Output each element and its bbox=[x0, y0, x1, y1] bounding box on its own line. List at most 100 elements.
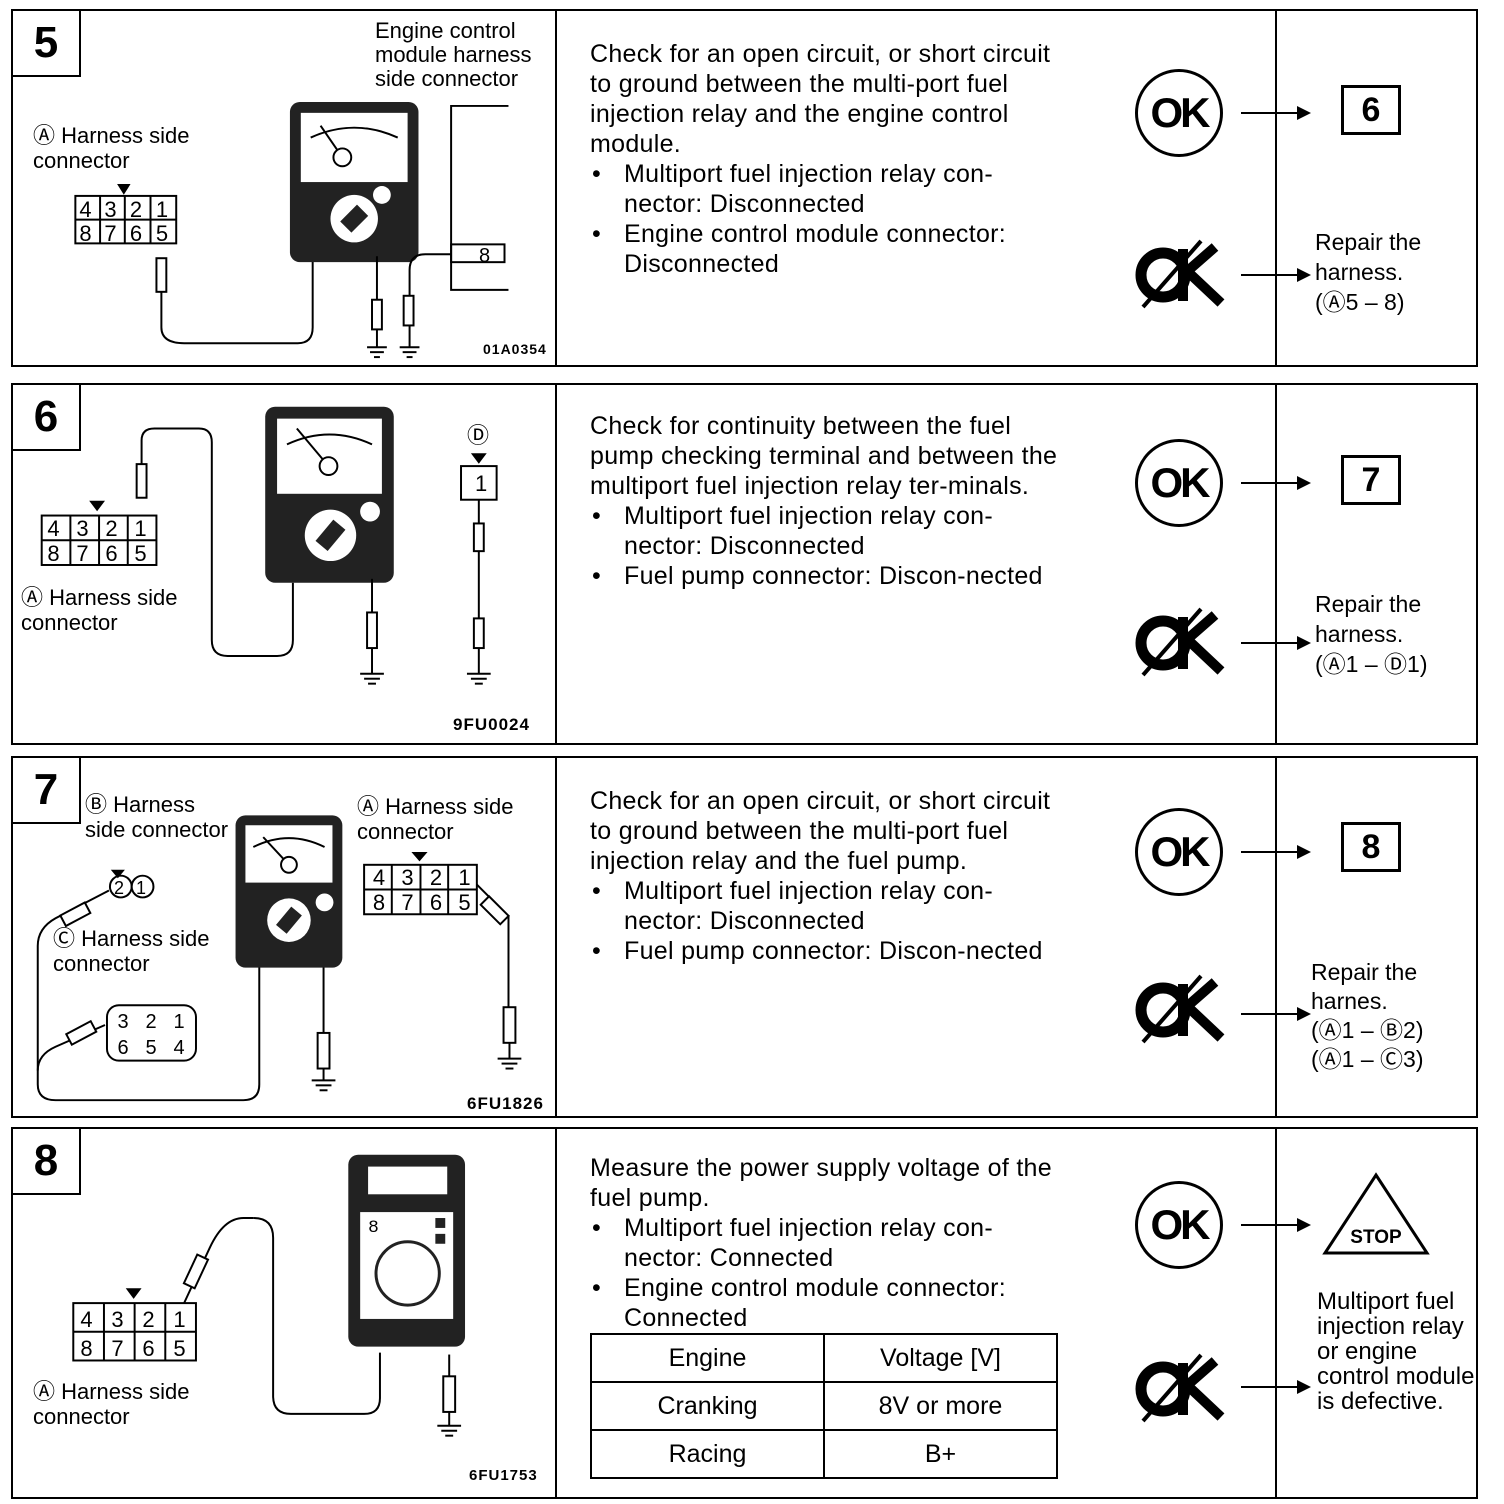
pin: 2 bbox=[142, 1307, 155, 1332]
table-header-row: Engine Voltage [V] bbox=[590, 1333, 1058, 1383]
analog-meter-icon bbox=[289, 101, 419, 263]
fuel-pump-pin: 1 bbox=[475, 471, 488, 496]
pin: 5 bbox=[458, 890, 471, 915]
step-instructions: Check for continuity between the fuel pu… bbox=[557, 385, 1311, 743]
stop-label: STOP bbox=[1350, 1227, 1402, 1248]
pin: 3 bbox=[111, 1307, 124, 1332]
ok-icon: OK bbox=[1135, 1181, 1223, 1269]
analog-meter-icon bbox=[265, 406, 394, 583]
ng-reference: (Ⓐ1 – Ⓒ3) bbox=[1311, 1046, 1424, 1072]
step-5: 5 bbox=[11, 9, 1478, 367]
description-text: Check for an open circuit, or short circ… bbox=[590, 787, 1051, 875]
condition-item: Multiport fuel injection relay con-necto… bbox=[590, 876, 1060, 936]
table-header: Engine bbox=[590, 1333, 825, 1383]
ecm-pin: 8 bbox=[479, 245, 491, 267]
step-results: 6 Repair the harness. (Ⓐ5 – 8) bbox=[1277, 11, 1476, 365]
digital-meter-icon: 8 bbox=[348, 1154, 466, 1347]
table-cell: 8V or more bbox=[823, 1381, 1058, 1431]
pin: 6 bbox=[129, 221, 143, 246]
step-number: 8 bbox=[13, 1129, 81, 1195]
figure-code: 6FU1753 bbox=[469, 1467, 538, 1484]
step-figure: 8 8 bbox=[13, 1129, 557, 1497]
pin: 3 bbox=[401, 865, 414, 890]
arrow-icon bbox=[1241, 268, 1311, 282]
table-cell: B+ bbox=[823, 1429, 1058, 1479]
condition-item: Multiport fuel injection relay con-necto… bbox=[590, 1213, 1060, 1273]
ng-result: Repair the harnes. (Ⓐ1 – Ⓑ2) (Ⓐ1 – Ⓒ3) bbox=[1311, 958, 1477, 1074]
arrow-icon bbox=[1241, 106, 1311, 120]
pin: 1 bbox=[173, 1307, 186, 1332]
condition-item: Multiport fuel injection relay con-necto… bbox=[590, 159, 1060, 219]
ng-result-text: Repair the harness. bbox=[1315, 229, 1422, 285]
figure-code: 01A0354 bbox=[483, 341, 547, 357]
condition-item: Fuel pump connector: Discon-nected bbox=[590, 561, 1060, 591]
step-figure: 5 bbox=[13, 11, 557, 365]
fig-label-b: Ⓑ Harness side connector bbox=[85, 792, 229, 842]
description-text: Check for an open circuit, or short circ… bbox=[590, 40, 1051, 158]
next-step-box: 6 bbox=[1341, 85, 1401, 135]
step-results: STOP Multiport fuel injection relay or e… bbox=[1277, 1129, 1476, 1497]
pin: 3 bbox=[76, 516, 89, 541]
multimeter-diagram bbox=[74, 101, 509, 359]
next-step-box: 7 bbox=[1341, 455, 1401, 505]
ok-icon: OK bbox=[1135, 439, 1223, 527]
table-cell: Cranking bbox=[590, 1381, 825, 1431]
pin: 4 bbox=[47, 516, 60, 541]
description: Check for an open circuit, or short circ… bbox=[590, 39, 1060, 279]
ok-icon: OK bbox=[1135, 808, 1223, 896]
step-8: 8 8 bbox=[11, 1127, 1478, 1499]
arrow-icon bbox=[1241, 1380, 1311, 1394]
connector-a bbox=[40, 500, 158, 566]
description: Measure the power supply voltage of the … bbox=[590, 1153, 1060, 1333]
multimeter-diagram bbox=[40, 406, 498, 685]
pin: 2 bbox=[429, 865, 443, 890]
pin: 4 bbox=[79, 197, 92, 222]
pin: 6 bbox=[142, 1336, 155, 1361]
arrow-icon bbox=[1241, 636, 1311, 650]
pin: 2 bbox=[145, 1011, 157, 1033]
ng-result-text: Repair the harnes. bbox=[1311, 959, 1418, 1014]
ng-icon bbox=[1135, 239, 1225, 309]
table-row: Racing B+ bbox=[590, 1429, 1058, 1479]
svg-text:8: 8 bbox=[368, 1218, 379, 1238]
step-number: 7 bbox=[13, 758, 81, 824]
ng-reference: (Ⓐ1 – Ⓓ1) bbox=[1315, 651, 1428, 677]
figure-code: 6FU1826 bbox=[467, 1094, 544, 1113]
pin: 3 bbox=[104, 197, 117, 222]
ng-result: Repair the harness. (Ⓐ5 – 8) bbox=[1315, 227, 1485, 317]
condition-item: Multiport fuel injection relay con-necto… bbox=[590, 501, 1060, 561]
pin: 4 bbox=[80, 1307, 93, 1332]
pin: 1 bbox=[134, 516, 147, 541]
stop-triangle-icon bbox=[1322, 1172, 1430, 1255]
pin: 2 bbox=[105, 516, 118, 541]
step-instructions: Check for an open circuit, or short circ… bbox=[557, 11, 1311, 365]
ng-icon bbox=[1135, 974, 1225, 1044]
pin: 1 bbox=[173, 1011, 185, 1033]
fig-label-harness: Ⓐ Harness side connector bbox=[33, 123, 190, 173]
fig-label-harness: Ⓐ Harness side connector bbox=[33, 1379, 190, 1429]
pin: 5 bbox=[145, 1037, 157, 1059]
pin: 2 bbox=[113, 878, 124, 898]
pin: 5 bbox=[134, 541, 147, 566]
pin: 1 bbox=[155, 197, 169, 222]
fig-label-harness: Ⓐ Harness side connector bbox=[21, 585, 178, 635]
step-7: 7 bbox=[11, 756, 1478, 1118]
figure-code: 9FU0024 bbox=[453, 715, 530, 734]
condition-item: Engine control module connector: Connect… bbox=[590, 1273, 1060, 1333]
pin: 8 bbox=[80, 1336, 93, 1361]
arrow-icon bbox=[1241, 1007, 1311, 1021]
connector-a bbox=[74, 184, 178, 245]
pin: 7 bbox=[76, 541, 89, 566]
multimeter-diagram: 8 bbox=[72, 1154, 466, 1437]
fig-label-ecm: Engine control module harness side conne… bbox=[375, 18, 532, 91]
pin: 7 bbox=[111, 1336, 124, 1361]
ng-result-text: Multiport fuel injection relay or engine… bbox=[1317, 1288, 1475, 1415]
pin: 4 bbox=[173, 1037, 185, 1059]
step-results: 8 Repair the harnes. (Ⓐ1 – Ⓑ2) (Ⓐ1 – Ⓒ3) bbox=[1277, 758, 1476, 1116]
